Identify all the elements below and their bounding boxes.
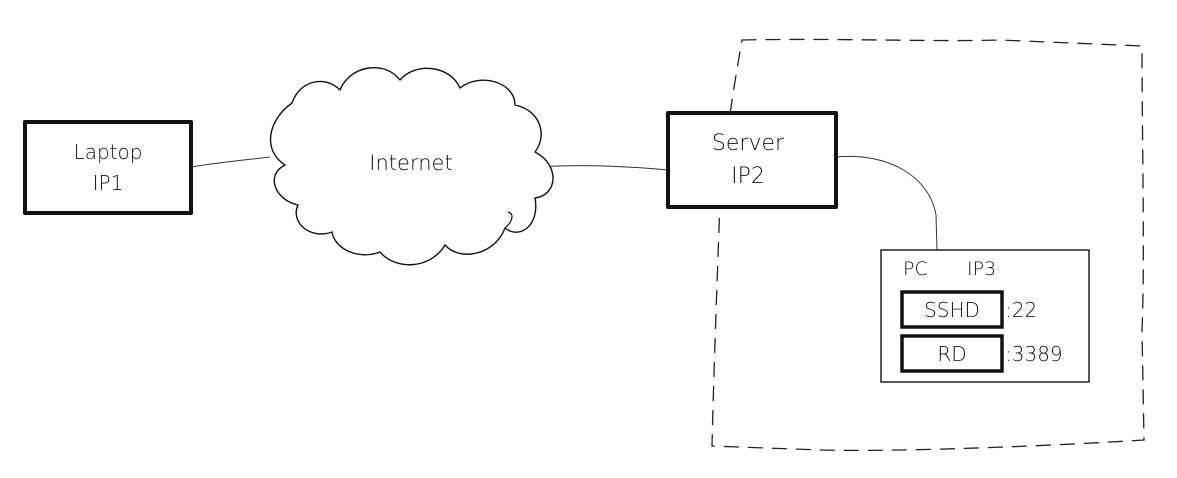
laptop-ip: IP1 — [93, 171, 124, 195]
server-node: Server IP2 — [666, 111, 838, 209]
server-box — [666, 111, 838, 209]
link-internet-server — [537, 165, 669, 171]
server-ip: IP2 — [731, 164, 765, 189]
service-box-rd — [900, 334, 1004, 373]
service-sshd: SSHD :22 — [900, 290, 1037, 329]
link-server-pc — [835, 155, 938, 251]
service-name: SSHD — [924, 298, 980, 322]
service-box-sshd — [900, 290, 1004, 329]
service-port: :22 — [1005, 298, 1037, 322]
service-port: :3389 — [1005, 342, 1063, 366]
internet-cloud: Internet — [269, 66, 554, 266]
service-name: RD — [937, 342, 966, 366]
server-name: Server — [712, 131, 785, 156]
internet-label: Internet — [369, 151, 452, 175]
laptop-box — [23, 120, 193, 215]
cloud-icon — [269, 66, 554, 266]
private-network-boundary — [711, 38, 1145, 452]
pc-name: PC — [903, 258, 928, 280]
cloud-detail — [504, 211, 513, 229]
laptop-node: Laptop IP1 — [23, 120, 193, 215]
laptop-name: Laptop — [74, 140, 143, 164]
service-rd: RD :3389 — [900, 334, 1063, 373]
pc-ip: IP3 — [967, 258, 996, 280]
pc-node: PC IP3 SSHD :22 RD :3389 — [880, 249, 1090, 383]
link-laptop-internet — [191, 156, 271, 168]
